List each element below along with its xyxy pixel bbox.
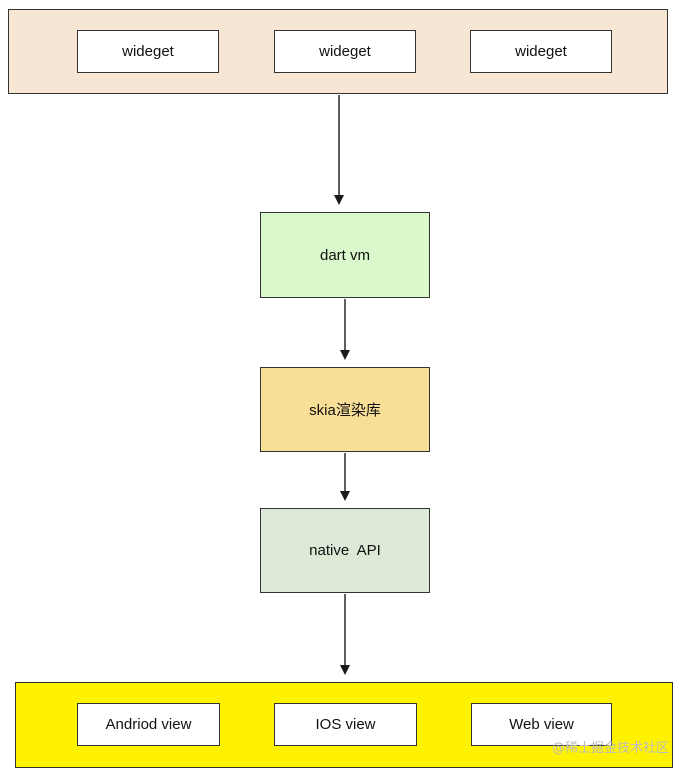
- native-api-label: native API: [309, 542, 381, 559]
- widget-box-label: wideget: [515, 43, 567, 60]
- native-api-box: native API: [260, 508, 430, 593]
- watermark-text: @稀土掘金技术社区: [551, 741, 669, 756]
- android-view-label: Andriod view: [105, 716, 192, 733]
- dart-vm-label: dart vm: [319, 246, 370, 264]
- ios-view-box: IOS view: [274, 703, 417, 746]
- skia-label: skia渲染库: [309, 402, 381, 419]
- widget-box-label: wideget: [122, 43, 174, 60]
- web-view-label: Web view: [509, 716, 574, 733]
- skia-box: skia渲染库: [260, 367, 430, 452]
- ios-view-label: IOS view: [315, 716, 376, 733]
- widget-box-3: wideget: [470, 30, 612, 73]
- android-view-box: Andriod view: [77, 703, 220, 746]
- web-view-box: Web view: [471, 703, 612, 746]
- widget-box-2: wideget: [274, 30, 416, 73]
- widget-box-label: wideget: [319, 43, 371, 60]
- widget-box-1: wideget: [77, 30, 219, 73]
- dart-vm-box: dart vm: [260, 212, 430, 298]
